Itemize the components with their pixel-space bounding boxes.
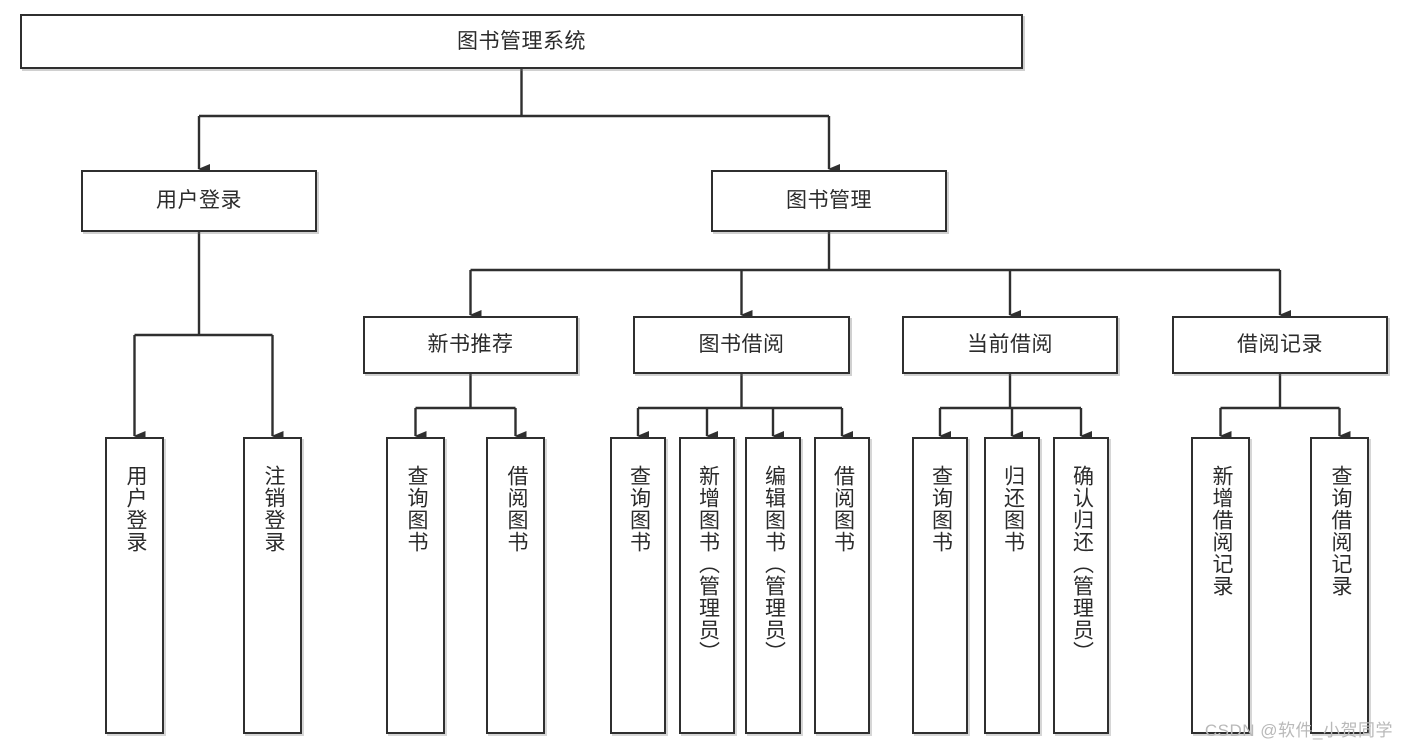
node-label-book-borrow: 图书借阅 [698,333,785,357]
node-label-leaf-bb-borrow: 借阅图书 [831,465,855,553]
node-label-borrow-record: 借阅记录 [1237,333,1323,357]
node-label-current-borrow: 当前借阅 [967,333,1053,357]
node-leaf-bb-borrow[interactable]: 借阅图书 [814,437,870,734]
node-leaf-user-login[interactable]: 用户登录 [105,437,164,734]
node-label-user-login: 用户登录 [156,189,242,213]
node-label-leaf-cb-query: 查询图书 [929,465,953,553]
node-leaf-rec-borrow[interactable]: 借阅图书 [486,437,545,734]
node-leaf-bb-add[interactable]: 新增图书（管理员） [679,437,735,734]
node-label-leaf-cb-confirm: 确认归还（管理员） [1070,465,1094,663]
node-label-leaf-rec-query: 查询图书 [404,465,428,553]
node-label-leaf-rec-borrow: 借阅图书 [504,465,528,553]
node-label-leaf-bb-edit: 编辑图书（管理员） [762,465,786,663]
node-current-borrow[interactable]: 当前借阅 [902,316,1118,374]
node-leaf-cb-return[interactable]: 归还图书 [984,437,1040,734]
node-label-leaf-br-query: 查询借阅记录 [1328,465,1352,597]
node-label-leaf-bb-add: 新增图书（管理员） [696,465,720,663]
node-new-book-rec[interactable]: 新书推荐 [363,316,578,374]
node-label-leaf-cb-return: 归还图书 [1001,465,1025,553]
node-label-book-manage: 图书管理 [786,189,872,213]
node-book-manage[interactable]: 图书管理 [711,170,947,232]
node-leaf-rec-query[interactable]: 查询图书 [386,437,445,734]
node-leaf-br-add[interactable]: 新增借阅记录 [1191,437,1250,734]
node-label-root: 图书管理系统 [457,29,586,53]
node-borrow-record[interactable]: 借阅记录 [1172,316,1388,374]
node-leaf-cb-confirm[interactable]: 确认归还（管理员） [1053,437,1109,734]
node-root[interactable]: 图书管理系统 [20,14,1023,69]
node-leaf-bb-edit[interactable]: 编辑图书（管理员） [745,437,801,734]
node-leaf-cb-query[interactable]: 查询图书 [912,437,968,734]
node-label-new-book-rec: 新书推荐 [427,333,514,357]
node-leaf-user-logout[interactable]: 注销登录 [243,437,302,734]
node-label-leaf-user-login: 用户登录 [123,465,147,553]
node-leaf-br-query[interactable]: 查询借阅记录 [1310,437,1369,734]
node-label-leaf-bb-query: 查询图书 [627,465,651,553]
node-user-login[interactable]: 用户登录 [81,170,317,232]
node-label-leaf-user-logout: 注销登录 [261,465,285,553]
node-book-borrow[interactable]: 图书借阅 [633,316,850,374]
node-leaf-bb-query[interactable]: 查询图书 [610,437,666,734]
node-label-leaf-br-add: 新增借阅记录 [1209,465,1233,597]
